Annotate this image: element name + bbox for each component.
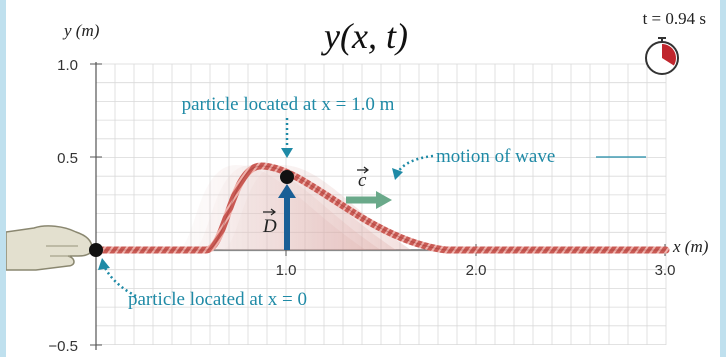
clock-icon bbox=[645, 37, 679, 75]
annotation-particle-bottom: particle located at x = 0 bbox=[128, 289, 307, 310]
velocity-symbol: c bbox=[358, 170, 367, 191]
wave-diagram: 1.0 0.5 −0.5 1.0 2.0 3.0 y (m) x (m) y(x… bbox=[6, 9, 709, 355]
y-tick-label-1: 1.0 bbox=[57, 57, 78, 74]
x-axis-label: x (m) bbox=[672, 237, 709, 256]
y-axis-label: y (m) bbox=[62, 21, 100, 40]
x-tick-label-3: 3.0 bbox=[655, 262, 676, 279]
annotation-motion-pointer bbox=[396, 154, 434, 173]
x-tick-label-2: 2.0 bbox=[466, 262, 487, 279]
displacement-vector-mark bbox=[263, 208, 276, 216]
hand-icon bbox=[6, 225, 93, 271]
annotation-particle-top: particle located at x = 1.0 m bbox=[182, 94, 395, 115]
diagram-frame: 1.0 0.5 −0.5 1.0 2.0 3.0 y (m) x (m) y(x… bbox=[6, 0, 720, 357]
y-tick-label-05: 0.5 bbox=[57, 150, 78, 167]
rope-wave bbox=[92, 162, 670, 254]
velocity-vector-mark bbox=[357, 166, 369, 174]
particle-at-1m bbox=[280, 170, 294, 184]
time-label: t = 0.94 s bbox=[643, 9, 706, 28]
diagram-title: y(x, t) bbox=[321, 16, 408, 56]
particle-origin bbox=[89, 243, 103, 257]
x-tick-label-1: 1.0 bbox=[276, 262, 297, 279]
displacement-symbol: D bbox=[262, 216, 277, 237]
annotation-bottom-pointer bbox=[102, 265, 137, 298]
annotation-motion: motion of wave bbox=[436, 146, 555, 167]
y-tick-label-neg05: −0.5 bbox=[48, 338, 78, 355]
